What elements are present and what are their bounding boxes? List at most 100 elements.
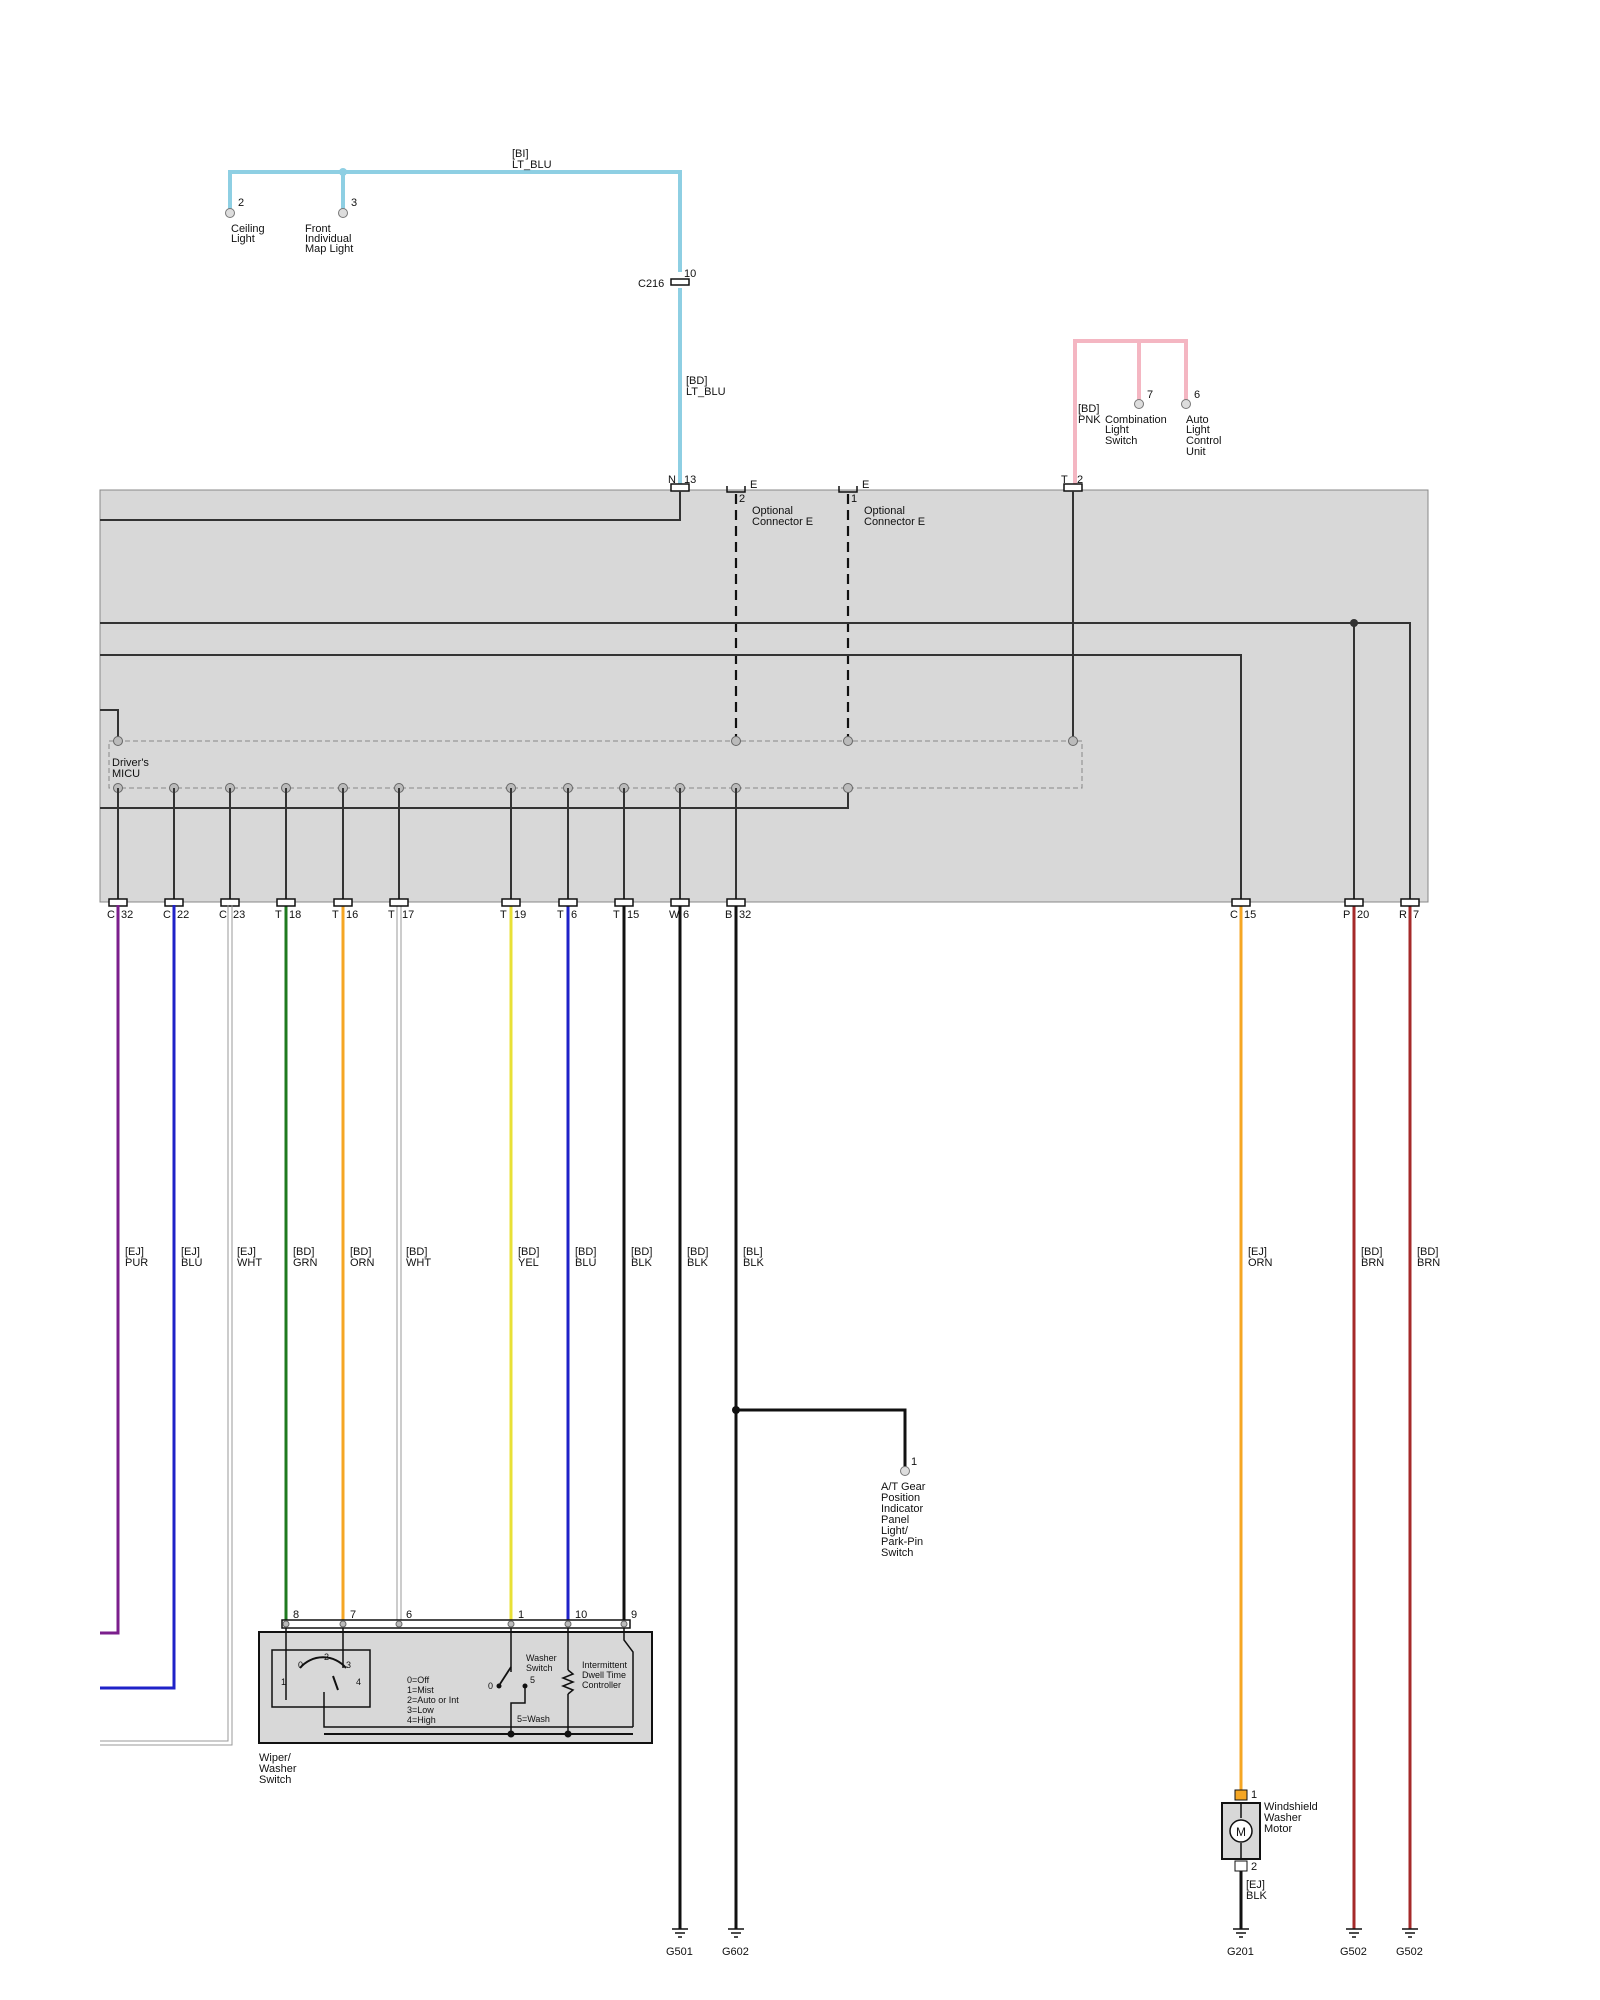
- ceiling-label-2: Light: [231, 233, 255, 245]
- washer-wash-line: [510, 1688, 526, 1734]
- wht-exit-inner: [100, 905, 233, 1746]
- dwell-label-1: Intermittent: [582, 1660, 628, 1670]
- washer-label-2: Switch: [526, 1663, 553, 1673]
- pink-circuit: [BD] PNK 7 Combination Light Switch 6 Au…: [1073, 339, 1221, 484]
- washer-contact-0: [496, 1683, 502, 1689]
- wire-label-code-4: [BD]: [350, 1246, 371, 1258]
- motor-label-1: Windshield: [1264, 1801, 1318, 1813]
- bottom-conn-pin-13: 7: [1413, 909, 1419, 921]
- pnk-wire-color: PNK: [1078, 414, 1101, 426]
- washer-digit-5: 5: [530, 1675, 535, 1685]
- combo-pin: 7: [1147, 389, 1153, 401]
- wiper-digit-2: 2: [324, 1652, 329, 1662]
- wiper-pin-terminal-1: [339, 1620, 347, 1628]
- dwell-blk-drop: [623, 1628, 634, 1727]
- bottom-conn-5: [389, 898, 409, 907]
- wire-label-color-11: ORN: [1248, 1257, 1273, 1269]
- wiper-pos-2: 2=Auto or Int: [407, 1695, 459, 1705]
- bottom-conn-letter-4: T: [332, 909, 339, 921]
- bottom-conn-letter-13: R: [1399, 909, 1407, 921]
- bottom-conn-letter-7: T: [557, 909, 564, 921]
- blu-exit: [100, 905, 176, 1690]
- bottom-conn-pin-11: 15: [1244, 909, 1256, 921]
- wiper-digit-0: 0: [298, 1660, 303, 1670]
- wiper-digit-4: 4: [356, 1677, 361, 1687]
- micu-label-1: Driver's: [112, 757, 149, 769]
- gear-branch-wire: [736, 1408, 907, 1467]
- bottom-conn-pin-6: 19: [514, 909, 526, 921]
- bottom-conn-letter-3: T: [275, 909, 282, 921]
- ground-label-4: G502: [1396, 1946, 1423, 1958]
- wiper-pin-9: 9: [631, 1609, 637, 1621]
- wiper-digit-1: 1: [281, 1677, 286, 1687]
- bottom-conn-6: [501, 898, 521, 907]
- bottom-conn-letter-6: T: [500, 909, 507, 921]
- opt-e2-letter: E: [750, 479, 757, 491]
- top-wire-code: [BI]: [512, 148, 529, 160]
- wht-exit-outer: [100, 905, 229, 1742]
- motor-symbol: M: [1236, 1825, 1246, 1839]
- auto-label-3: Control: [1186, 435, 1221, 447]
- bottom-conn-pin-4: 16: [346, 909, 358, 921]
- gear-label-7: Switch: [881, 1547, 913, 1559]
- motor-conn-top: [1234, 1789, 1248, 1801]
- wire-label-code-7: [BD]: [575, 1246, 596, 1258]
- bottom-conn-8: [614, 898, 634, 907]
- conn-t2-pin: 2: [1077, 474, 1083, 486]
- bottom-conn-letter-10: B: [725, 909, 732, 921]
- motor-conn-bottom: [1234, 1860, 1248, 1872]
- map-light-terminal: [338, 208, 348, 218]
- ground-label-0: G501: [666, 1946, 693, 1958]
- micu-top-terminals: [113, 736, 1078, 746]
- internal-line-c15: [100, 654, 1242, 902]
- bottom-conn-pin-8: 15: [627, 909, 639, 921]
- wiper-pos-4: 4=High: [407, 1715, 436, 1725]
- bottom-conn-pin-1: 22: [177, 909, 189, 921]
- wiper-pos-0: 0=Off: [407, 1675, 430, 1685]
- top-lt-blu-circuit: [BI] LT_BLU 2 Ceiling Light 3 Front Indi…: [225, 148, 726, 484]
- combo-label-1: Combination: [1105, 414, 1167, 426]
- internal-line-r7: [100, 622, 1411, 902]
- wire-label-code-1: [EJ]: [181, 1246, 200, 1258]
- wiper-pin-7: 7: [350, 1609, 356, 1621]
- internal-junction-p20: [1350, 619, 1358, 627]
- common-junction-2: [564, 1730, 572, 1738]
- internal-line-e1-bus: [100, 788, 849, 809]
- wiper-pin-terminal-5: [620, 1620, 628, 1628]
- wiper-pin-6: 6: [406, 1609, 412, 1621]
- bottom-conn-13: [1400, 898, 1420, 907]
- washer-digit-0: 0: [488, 1681, 493, 1691]
- lower-wire-code: [BD]: [686, 375, 707, 387]
- wiper-rotary-arc: [299, 1656, 347, 1669]
- ground-label-2: G201: [1227, 1946, 1254, 1958]
- wire-label-color-4: ORN: [350, 1257, 375, 1269]
- auto-pin: 6: [1194, 389, 1200, 401]
- wire-label-code-5: [BD]: [406, 1246, 427, 1258]
- lt-blu-junction: [339, 168, 347, 176]
- auto-label-1: Auto: [1186, 414, 1209, 426]
- bottom-conn-2: [220, 898, 240, 907]
- bottom-conn-pin-10: 32: [739, 909, 751, 921]
- wiper-connector-strip: [281, 1619, 631, 1629]
- map-label-2: Individual: [305, 233, 351, 245]
- bottom-conn-letter-2: C: [219, 909, 227, 921]
- washer-motor: M 1 2 Windshield Washer Motor [EJ] BLK: [1221, 1789, 1318, 1929]
- unit-box: [99, 489, 1429, 903]
- gear-label-1: A/T Gear: [881, 1481, 926, 1493]
- wiper-pin-8: 8: [293, 1609, 299, 1621]
- bottom-conn-letter-1: C: [163, 909, 171, 921]
- bottom-conn-pin-12: 20: [1357, 909, 1369, 921]
- combo-switch-terminal: [1134, 399, 1144, 409]
- bottom-conn-3: [276, 898, 296, 907]
- optional-conn-e2: [726, 486, 746, 493]
- wire-label-color-0: PUR: [125, 1257, 148, 1269]
- wire-label-color-3: GRN: [293, 1257, 318, 1269]
- wire-label-code-9: [BD]: [687, 1246, 708, 1258]
- motor-label-3: Motor: [1264, 1823, 1292, 1835]
- wire-label-code-3: [BD]: [293, 1246, 314, 1258]
- wire-label-color-2: WHT: [237, 1257, 262, 1269]
